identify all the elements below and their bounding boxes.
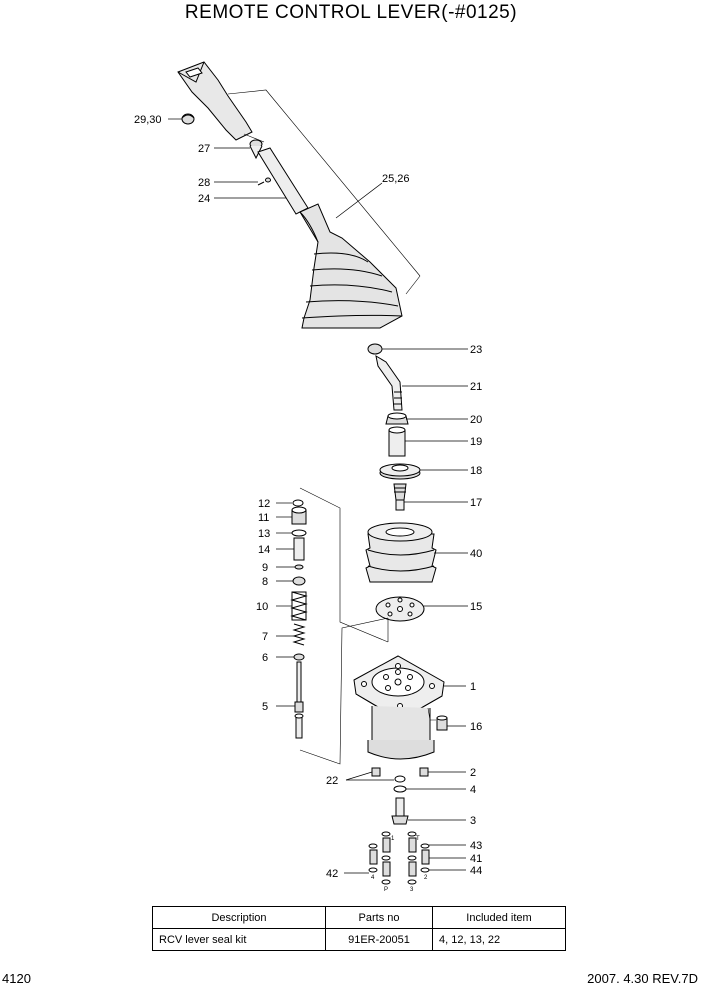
callout-16: 16 [470,721,482,733]
port-marks: 1 T 4 2 P 3 [371,836,428,893]
rubber-boot [299,203,403,329]
table-row: RCV lever seal kit 91ER-20051 4, 12, 13,… [152,928,566,951]
callout-42: 42 [326,868,338,880]
callout-labels: 29,30 27 28 24 25,26 23 21 20 19 18 17 4… [134,114,482,880]
o-ring [394,775,406,783]
callout-29-30: 29,30 [134,114,162,126]
callout-41: 41 [470,853,482,865]
reference-lines [227,89,436,765]
leader-lines [168,118,468,874]
connector-group [368,831,430,885]
callout-23: 23 [470,344,482,356]
callout-24: 24 [198,193,210,205]
valve-body [353,655,445,760]
hex-nut [385,412,409,425]
callout-9: 9 [262,562,268,574]
callout-12: 12 [258,498,270,510]
lever-grip [177,61,253,141]
side-plug [436,715,448,731]
callout-10: 10 [256,601,268,613]
callout-15: 15 [470,601,482,613]
callout-27: 27 [198,143,210,155]
callout-3: 3 [470,815,476,827]
callout-44: 44 [470,865,482,877]
sleeve [388,426,406,457]
callout-25-26: 25,26 [382,173,410,185]
o-ring [393,785,407,793]
callout-8: 8 [262,576,268,588]
cap-part [181,113,195,125]
callout-19: 19 [470,436,482,448]
cell-description: RCV lever seal kit [152,928,326,951]
header-parts-no: Parts no [325,906,433,929]
callout-43: 43 [470,840,482,852]
nut-part [367,343,383,355]
cell-included-item: 4, 12, 13, 22 [432,928,566,951]
port-mark-1: 1 [391,836,395,842]
port-mark-t: T [416,836,420,842]
callout-14: 14 [258,544,270,556]
pin-part [419,767,429,777]
callout-21: 21 [470,381,482,393]
callout-2: 2 [470,767,476,779]
disc-plate [379,463,421,480]
cell-parts-no: 91ER-20051 [325,928,433,951]
port-fitting [391,797,409,825]
table-header-row: Description Parts no Included item [152,906,566,929]
header-description: Description [152,906,326,929]
seal-kit-table: Description Parts no Included item RCV l… [152,906,566,951]
port-mark-p: P [384,887,388,893]
callout-28: 28 [198,177,210,189]
bent-rod [375,354,403,411]
left-stack [290,499,308,739]
callout-17: 17 [470,497,482,509]
exploded-parts-diagram: 29,30 27 28 24 25,26 23 21 20 19 18 17 4… [134,61,482,893]
callout-22: 22 [326,775,338,787]
pin-part [371,767,381,777]
bellows-boot [365,522,437,583]
lever-rod [257,147,309,215]
port-mark-4: 4 [371,875,375,881]
revision-date: 2007. 4.30 REV.7D [587,971,698,986]
header-included-item: Included item [432,906,566,929]
page-title: REMOTE CONTROL LEVER(-#0125) [184,2,518,23]
universal-joint [393,483,407,511]
callout-20: 20 [470,414,482,426]
callout-13: 13 [258,528,270,540]
callout-5: 5 [262,701,268,713]
callout-4: 4 [470,784,476,796]
callout-18: 18 [470,465,482,477]
callout-11: 11 [258,512,269,524]
callout-1: 1 [470,681,476,693]
callout-40: 40 [470,548,482,560]
callout-6: 6 [262,652,268,664]
port-mark-3: 3 [410,887,414,893]
switch-part [249,139,263,160]
callout-7: 7 [262,631,268,643]
page-number: 4120 [2,971,31,986]
holder-plate [375,596,425,622]
port-mark-2: 2 [424,875,428,881]
